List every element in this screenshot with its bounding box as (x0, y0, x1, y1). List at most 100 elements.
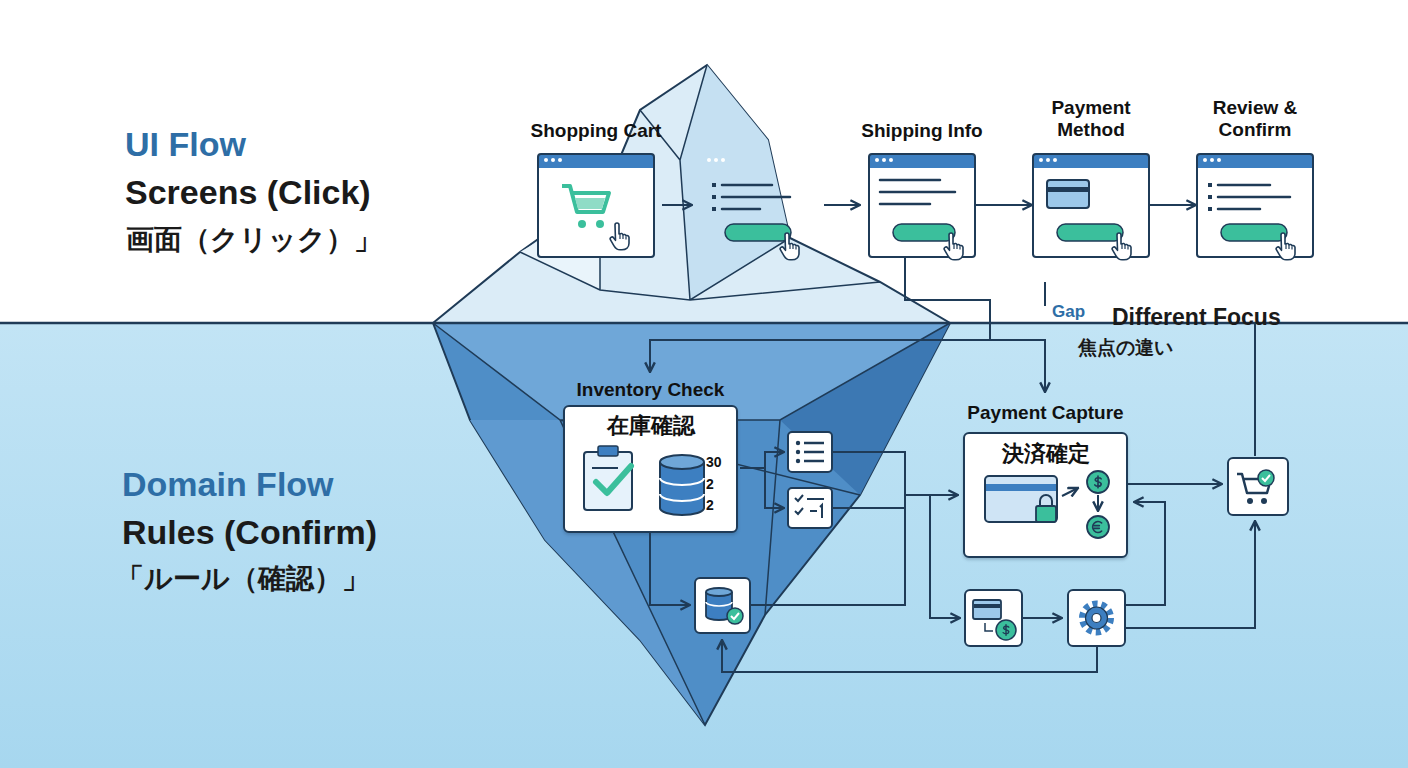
section-title: UI Flow (125, 125, 246, 164)
step-icons (810, 505, 822, 518)
step-icons (1247, 498, 1253, 504)
flow-connector (1150, 204, 1196, 206)
window-dots (714, 158, 718, 162)
payment-icons (985, 476, 1057, 522)
screen-arrows (662, 204, 860, 206)
gap-marker (1254, 323, 1256, 456)
payment-icons (1087, 471, 1109, 493)
card-icon (1048, 187, 1088, 192)
step-icons (788, 488, 832, 528)
inventory-icons (660, 478, 704, 501)
domain-flow-lines (1125, 502, 1165, 605)
domain-flow-lines (750, 495, 905, 605)
sea (0, 323, 1408, 768)
inventory-icons (592, 467, 618, 469)
section-subtitle: Screens (Click) (125, 173, 371, 212)
screen-window: Shipping Info (868, 118, 976, 258)
payment-icons (1036, 506, 1056, 522)
domain-flow-lines (832, 507, 905, 509)
step-icons (973, 600, 1001, 619)
step-icons (796, 459, 800, 463)
section-subtitle: Rules (Confirm) (122, 513, 377, 552)
step-icons (996, 620, 1016, 640)
cart-icon (610, 223, 629, 250)
form-lines (1208, 183, 1212, 187)
action-buttons (893, 224, 955, 241)
cart-icon (575, 198, 605, 209)
step-icons (804, 460, 824, 463)
domain-flow-lines (650, 452, 1255, 672)
payment-icons (1095, 476, 1101, 488)
iceberg (780, 323, 950, 495)
window-frame (1196, 153, 1314, 258)
step-icons (1262, 475, 1270, 481)
inventory-icons (660, 462, 704, 515)
gap-marker (1045, 282, 1255, 456)
action-buttons (725, 224, 791, 241)
domain-flow-lines (1128, 483, 1222, 485)
inventory-icons (596, 466, 631, 493)
cart-icon (578, 220, 586, 228)
iceberg (433, 323, 950, 725)
step-icons (1228, 458, 1288, 515)
payment-icons (985, 471, 1109, 538)
section-subtitle-ja: 「ルール（確認）」 (116, 563, 370, 595)
section-subtitle-ja: 画面（クリック）」 (126, 224, 382, 256)
step-icons (1068, 590, 1125, 646)
stock-count: 2 (706, 497, 732, 513)
action-buttons (944, 233, 963, 260)
process-box: Payment Capture決済確定 (963, 392, 1128, 558)
step-icons (695, 432, 1288, 646)
callout-label: Different Focus (1112, 304, 1281, 330)
domain-flow-lines (765, 468, 784, 508)
form-lines (722, 208, 760, 211)
domain-flow-lines (930, 495, 960, 618)
form-lines (722, 196, 790, 199)
window-dots (1039, 158, 1043, 162)
screen-title: Payment Method (1030, 97, 1152, 141)
screen-title: Shipping Info (837, 120, 1007, 142)
window-dots (558, 158, 562, 162)
inventory-icons (660, 455, 704, 469)
payment-icons (1097, 495, 1099, 511)
water-line (0, 322, 1408, 325)
flow-connector (905, 258, 1045, 392)
stock-count: 2 (706, 476, 732, 492)
screen-arrows (824, 204, 860, 206)
screen-title: Shopping Cart (511, 120, 681, 142)
window-frame (537, 153, 655, 258)
step-icons (1003, 625, 1009, 635)
form-lines (880, 203, 930, 206)
step-icons (796, 450, 800, 454)
step-icons (706, 588, 732, 596)
step-icons (796, 441, 800, 445)
screen-arrows (662, 204, 692, 206)
step-icons (706, 592, 732, 620)
domain-flow-lines (722, 640, 1097, 672)
window-dots (1210, 158, 1214, 162)
action-buttons (1276, 233, 1295, 260)
window-dots (1053, 158, 1057, 162)
screen-window: Shopping Cart (537, 118, 655, 258)
form-lines (880, 179, 940, 182)
payment-icons (1087, 516, 1109, 538)
step-icons (1258, 470, 1274, 486)
iceberg (433, 323, 950, 725)
form-lines (1218, 184, 1270, 187)
form-lines (712, 195, 716, 199)
action-buttons (1057, 224, 1123, 241)
process-box: Inventory Check在庫確認3022 (563, 372, 738, 533)
domain-flow-lines (1022, 617, 1062, 619)
form-lines (1208, 207, 1212, 211)
screen-window: Review & Confirm (1196, 95, 1314, 258)
cart-icon (562, 186, 609, 212)
step-icons (788, 432, 832, 472)
window-dots (721, 158, 725, 162)
step-icons (731, 613, 739, 619)
action-buttons (1112, 233, 1131, 260)
form-lines (712, 180, 1290, 211)
window-dots (1203, 158, 1207, 162)
action-buttons (1221, 224, 1287, 241)
inventory-icons (598, 446, 618, 456)
step-icons (985, 623, 993, 631)
